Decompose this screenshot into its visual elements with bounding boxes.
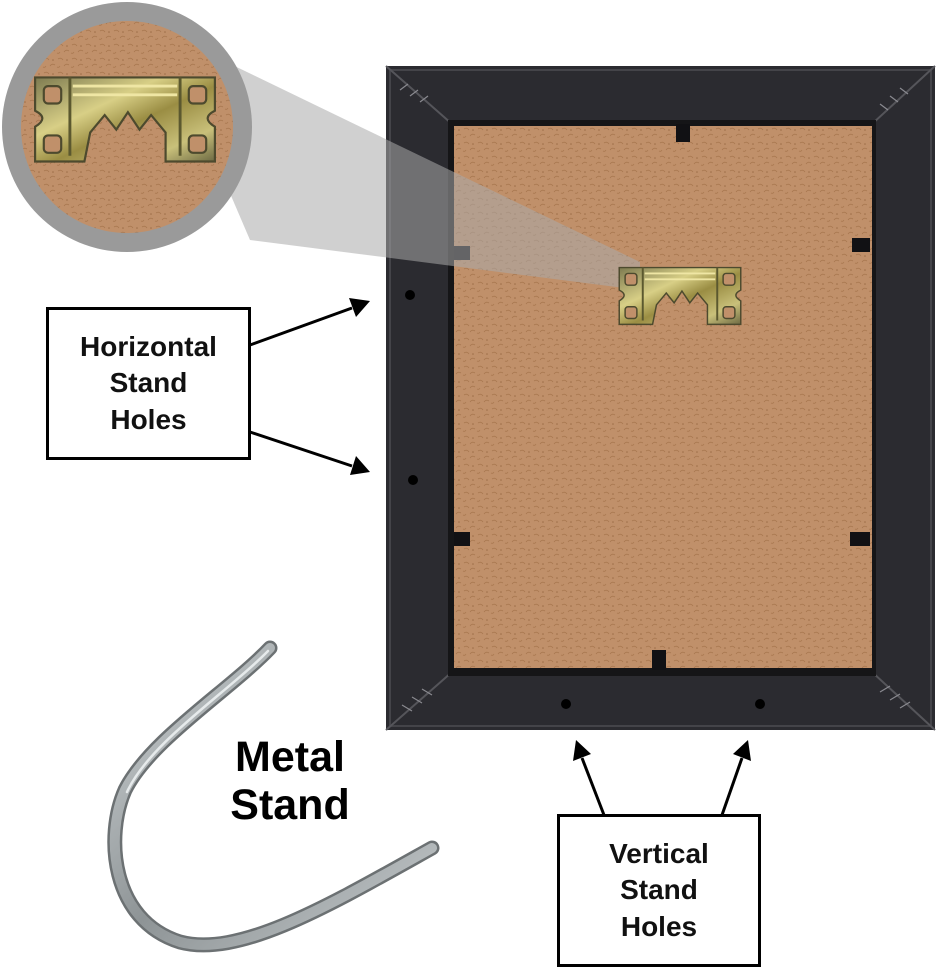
label-line: Stand bbox=[620, 874, 698, 906]
horizontal-stand-hole-lower bbox=[408, 475, 418, 485]
pointer-arrows bbox=[249, 298, 751, 816]
label-line: Metal bbox=[235, 733, 345, 781]
label-line: Vertical bbox=[609, 837, 709, 869]
vertical-stand-holes-label: Vertical Stand Holes bbox=[557, 814, 761, 967]
zoom-cone bbox=[160, 30, 640, 290]
picture-frame bbox=[385, 65, 936, 731]
horizontal-stand-hole-upper bbox=[405, 290, 415, 300]
label-line: Holes bbox=[110, 403, 187, 435]
metal-stand-label: Metal Stand bbox=[205, 733, 375, 829]
label-line: Stand bbox=[109, 367, 188, 399]
label-line: Holes bbox=[620, 910, 698, 942]
frame-miter-joints bbox=[385, 65, 936, 731]
zoom-detail bbox=[2, 2, 252, 252]
vertical-stand-hole-left bbox=[561, 699, 571, 709]
horizontal-stand-holes-label: Horizontal Stand Holes bbox=[46, 307, 251, 460]
label-line: Stand bbox=[230, 781, 350, 830]
vertical-stand-hole-right bbox=[755, 699, 765, 709]
label-line: Horizontal bbox=[80, 330, 217, 362]
u-shaped-wire-icon bbox=[107, 640, 440, 953]
frame-staples bbox=[399, 83, 911, 712]
stand-holes bbox=[405, 290, 765, 709]
